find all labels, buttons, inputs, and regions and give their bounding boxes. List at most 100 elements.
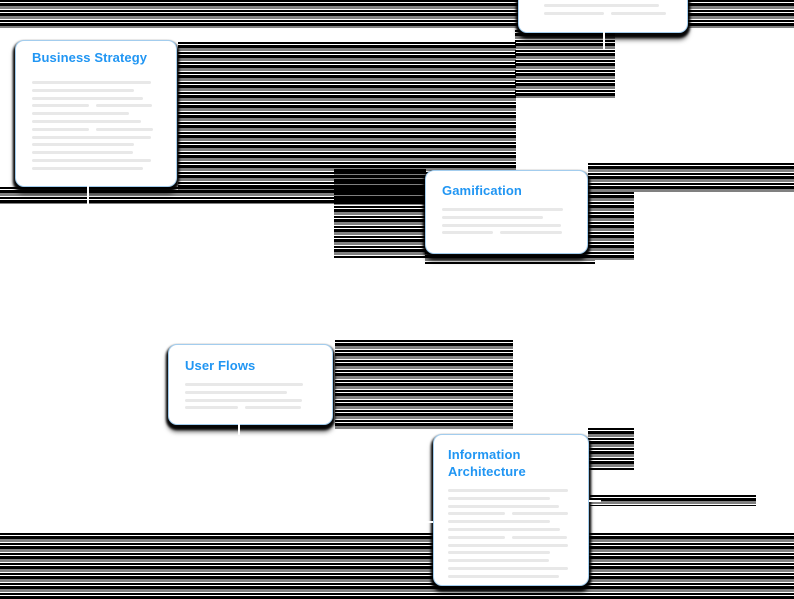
skeleton-line	[544, 4, 659, 7]
connector-stub-below-partial-top-card	[603, 31, 605, 49]
connector-stub-below-user-flows	[238, 423, 240, 435]
skeleton-line	[500, 231, 562, 235]
glitch-stripes	[588, 428, 634, 470]
card-gamification[interactable]: Gamification	[425, 170, 588, 254]
skeleton-row	[448, 527, 568, 531]
skeleton-line	[448, 520, 550, 524]
skeleton-row	[32, 96, 164, 100]
skeleton-row	[448, 551, 568, 555]
skeleton-row	[185, 406, 320, 410]
skeleton-line	[185, 406, 238, 410]
skeleton-line	[245, 406, 301, 410]
skeleton-line	[448, 535, 505, 539]
skeleton-line	[96, 127, 153, 131]
glitch-stripes	[515, 30, 615, 98]
skeleton-row	[448, 543, 568, 547]
skeleton-line	[442, 208, 563, 211]
skeleton-row	[448, 489, 568, 492]
skeleton-line	[32, 88, 134, 92]
card-business-strategy[interactable]: Business Strategy	[15, 40, 177, 187]
skeleton-row	[32, 158, 164, 162]
skeleton-line	[448, 512, 505, 516]
skeleton-line	[611, 11, 666, 15]
skeleton-row	[442, 231, 575, 235]
skeleton-line	[96, 104, 152, 108]
skeleton-line	[32, 81, 151, 84]
skeleton-row	[448, 574, 568, 578]
skeleton-row	[442, 208, 575, 211]
skeleton-line	[448, 559, 549, 563]
skeleton-text-block	[544, 4, 675, 15]
skeleton-line	[32, 119, 141, 123]
skeleton-row	[32, 127, 164, 131]
skeleton-line	[448, 574, 559, 578]
skeleton-row	[442, 215, 575, 219]
skeleton-line	[32, 96, 143, 100]
skeleton-row	[448, 512, 568, 516]
skeleton-row	[448, 559, 568, 563]
glitch-stripes	[588, 192, 634, 260]
skeleton-row	[544, 4, 675, 7]
skeleton-row	[448, 504, 568, 508]
skeleton-line	[448, 566, 568, 570]
skeleton-line	[512, 535, 567, 539]
skeleton-row	[32, 88, 164, 92]
skeleton-line	[185, 383, 303, 386]
skeleton-line	[32, 158, 151, 162]
skeleton-line	[32, 135, 151, 139]
connector-stub-below-business-strategy	[87, 185, 89, 205]
connector-stub-left-of-information-architecture	[420, 521, 433, 523]
skeleton-row	[448, 520, 568, 524]
skeleton-line	[185, 398, 302, 402]
skeleton-text-block	[32, 81, 164, 170]
glitch-stripes	[588, 163, 794, 192]
skeleton-line	[448, 551, 550, 555]
card-title: Information Architecture	[448, 447, 526, 479]
glitch-stripes	[0, 533, 794, 599]
skeleton-line	[544, 11, 604, 15]
skeleton-line	[512, 512, 568, 516]
skeleton-line	[32, 112, 129, 116]
skeleton-row	[32, 151, 164, 155]
skeleton-row	[448, 566, 568, 570]
card-title: Business Strategy	[32, 50, 148, 65]
skeleton-row	[32, 104, 164, 108]
skeleton-line	[448, 527, 560, 531]
skeleton-line	[448, 504, 559, 508]
skeleton-row	[448, 535, 568, 539]
skeleton-line	[32, 166, 143, 170]
card-title: Gamification	[442, 183, 522, 198]
skeleton-line	[442, 215, 543, 219]
skeleton-line	[442, 231, 493, 235]
skeleton-row	[442, 223, 575, 227]
skeleton-row	[32, 135, 164, 139]
skeleton-row	[32, 143, 164, 147]
card-information-architecture[interactable]: Information Architecture	[433, 434, 589, 586]
skeleton-line	[448, 489, 568, 492]
skeleton-line	[448, 543, 568, 547]
skeleton-row	[32, 166, 164, 170]
skeleton-row	[185, 390, 320, 394]
skeleton-line	[32, 127, 89, 131]
skeleton-row	[448, 496, 568, 500]
skeleton-text-block	[185, 383, 320, 410]
connector-stub-right-of-information-architecture	[589, 500, 601, 502]
skeleton-row	[32, 112, 164, 116]
card-user-flows[interactable]: User Flows	[168, 344, 333, 425]
skeleton-line	[32, 143, 134, 147]
glitch-stripes	[334, 166, 426, 258]
skeleton-text-block	[448, 489, 568, 578]
glitch-stripes	[178, 42, 516, 190]
skeleton-line	[32, 104, 89, 108]
skeleton-line	[32, 151, 133, 155]
glitch-stripes	[590, 495, 756, 506]
card-partial-top[interactable]	[518, 0, 688, 33]
skeleton-line	[442, 223, 561, 227]
glitch-stripes	[425, 252, 595, 265]
skeleton-line	[448, 496, 550, 500]
skeleton-row	[32, 119, 164, 123]
skeleton-row	[185, 398, 320, 402]
skeleton-row	[32, 81, 164, 84]
glitch-stripes	[335, 340, 513, 430]
